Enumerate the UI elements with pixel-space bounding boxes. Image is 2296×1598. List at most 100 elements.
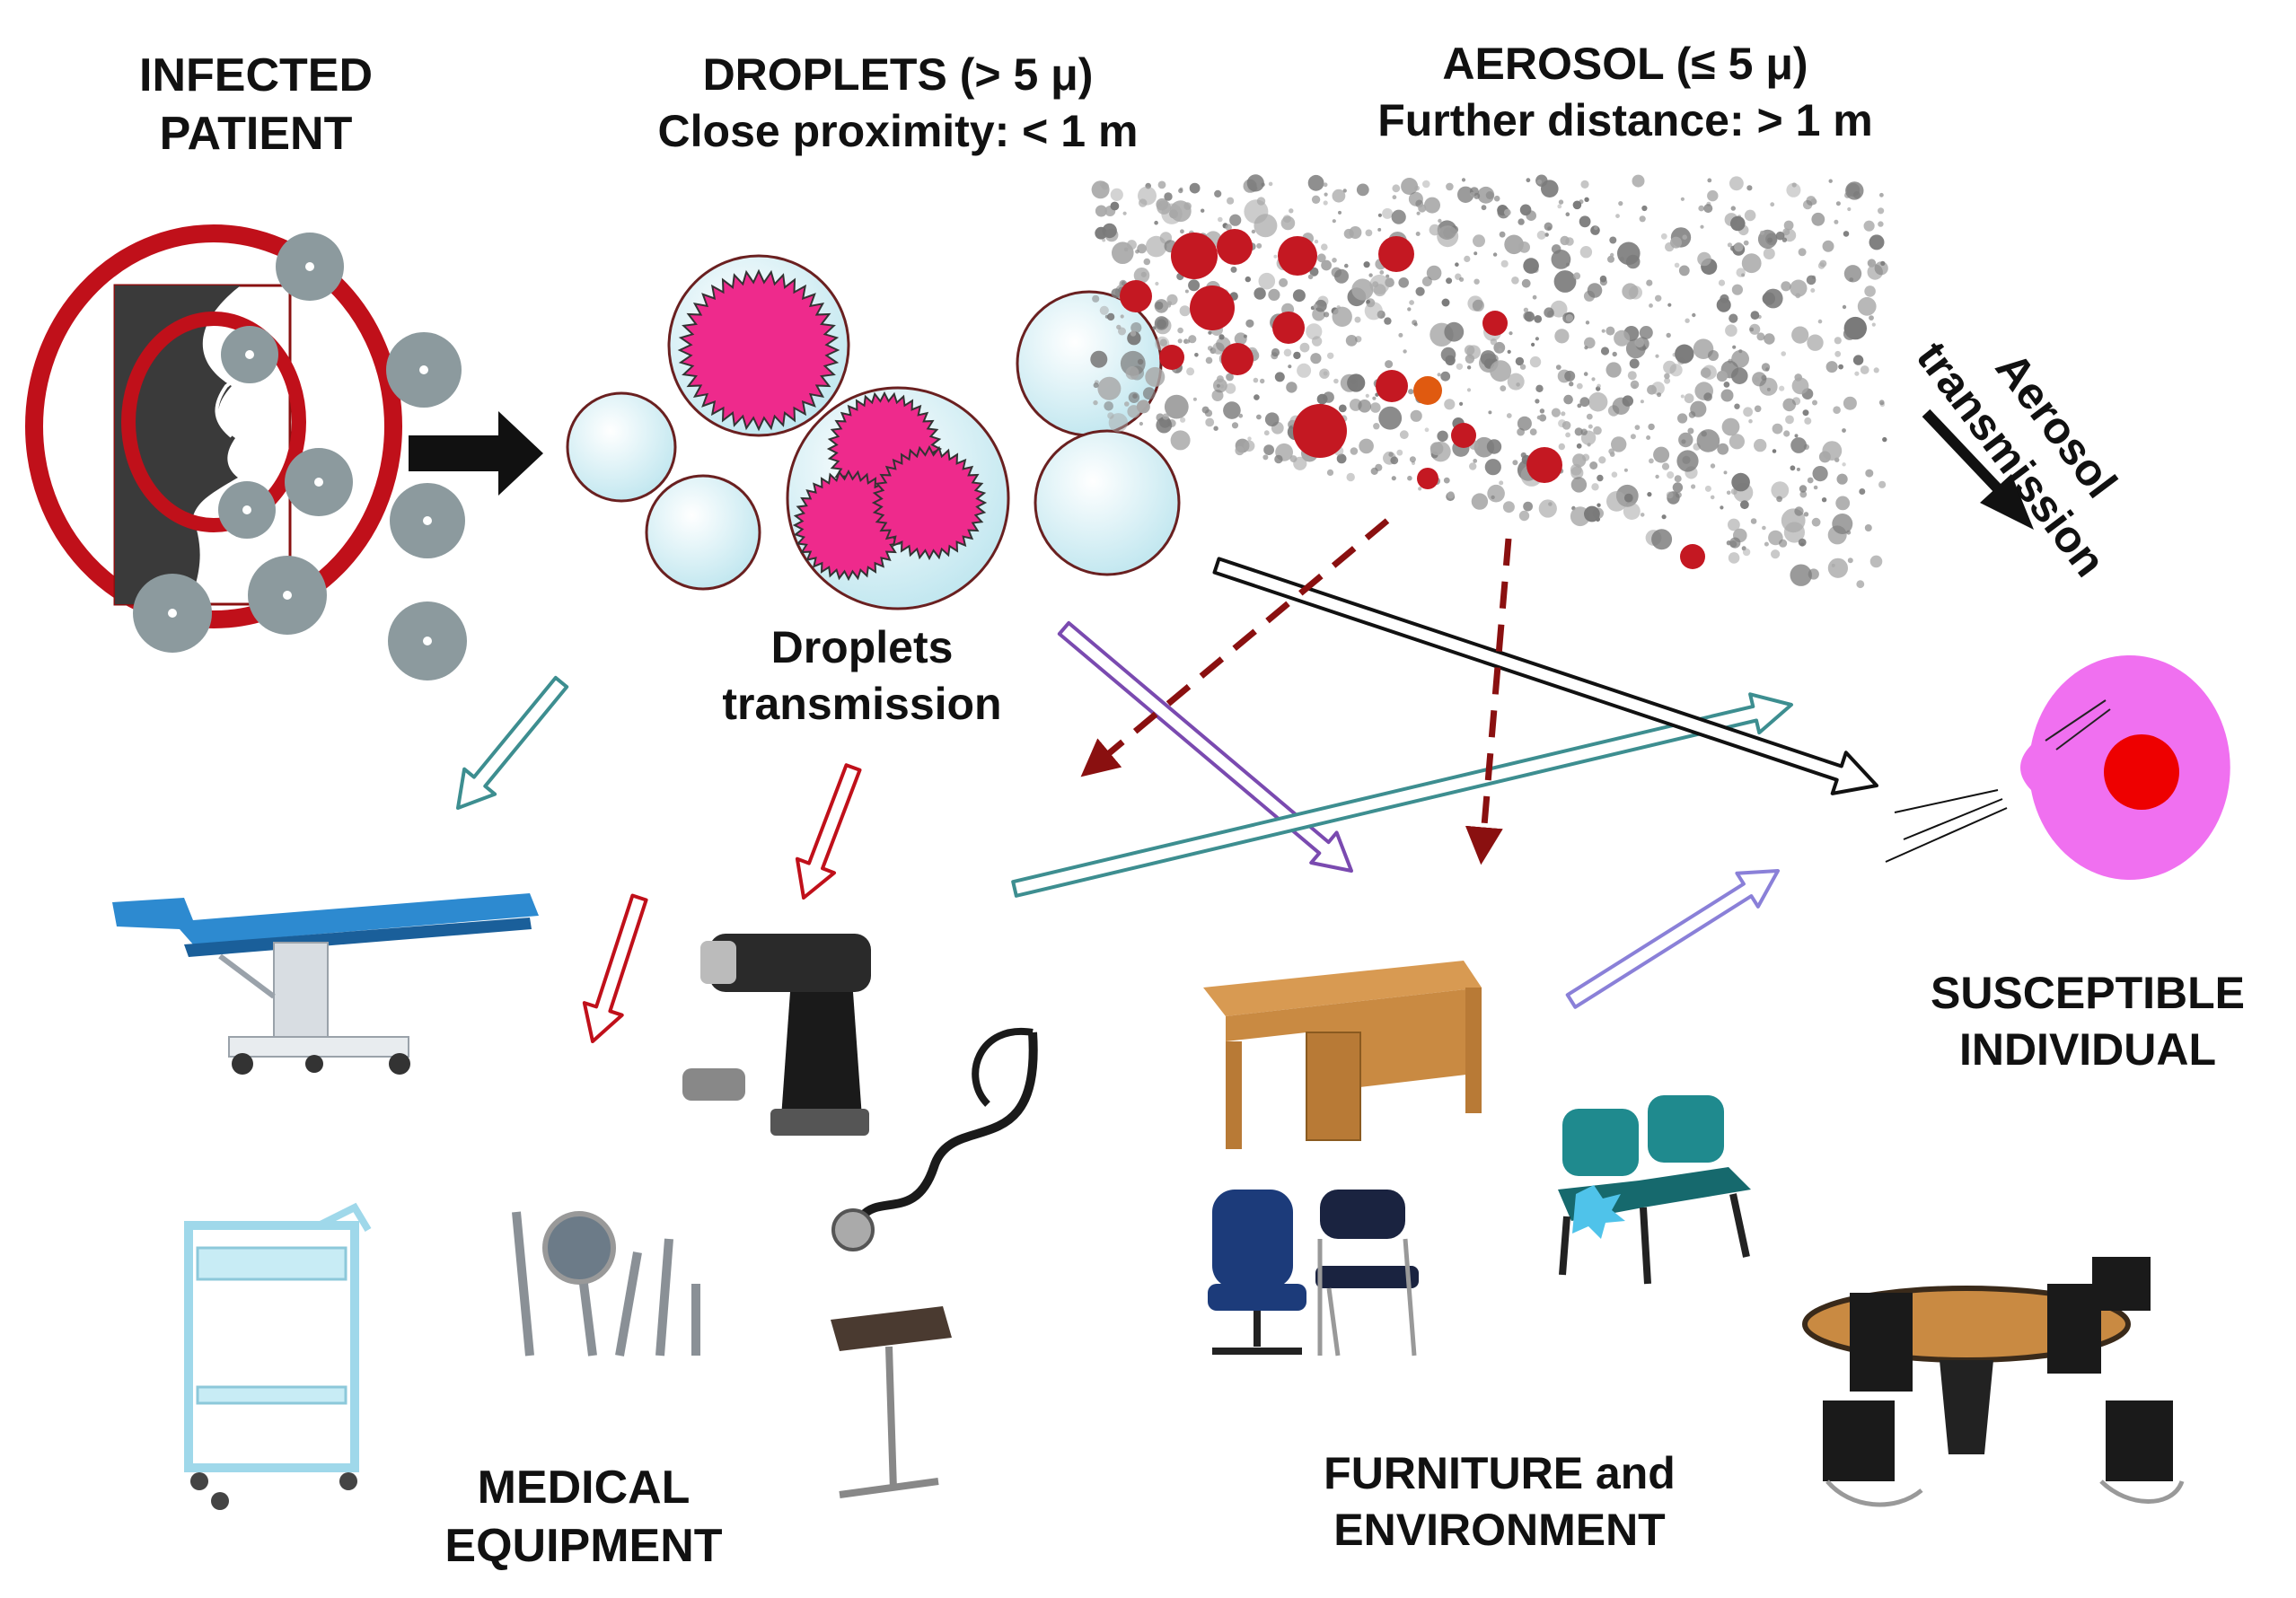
- aerosol-particle: [1835, 496, 1851, 511]
- aerosol-particle: [1194, 353, 1199, 357]
- aerosol-particle: [1377, 213, 1382, 217]
- aerosol-particle: [1625, 254, 1641, 269]
- aerosol-particle: [1437, 430, 1448, 442]
- aerosol-particle: [1783, 220, 1794, 231]
- aerosol-particle: [1326, 469, 1334, 477]
- aerosol-particle: [1247, 436, 1252, 441]
- aerosol-particle: [1558, 443, 1566, 451]
- aerosol-particle: [1535, 337, 1539, 341]
- aerosol-particle: [1842, 428, 1846, 433]
- aerosol-particle: [1306, 323, 1323, 340]
- aerosol-particle: [1332, 258, 1337, 263]
- aerosol-particle: [1124, 401, 1130, 407]
- aerosol-particle: [1790, 437, 1807, 453]
- aerosol-particle: [1205, 356, 1213, 364]
- particle-core: [305, 262, 314, 271]
- aerosol-particle: [1707, 178, 1712, 183]
- aerosol-particle: [1760, 230, 1764, 235]
- aerosol-particle: [1532, 294, 1537, 300]
- aerosol-particle: [1211, 390, 1224, 401]
- aerosol-particle: [1843, 327, 1856, 340]
- aerosol-particle: [1664, 377, 1671, 384]
- aerosol-particle: [1354, 316, 1361, 323]
- aerosol-particle: [1741, 253, 1762, 274]
- aerosol-particle: [1680, 394, 1685, 399]
- aerosol-particle: [1854, 371, 1860, 376]
- infectious-particle: [1376, 370, 1408, 402]
- aerosol-particle: [1629, 358, 1640, 369]
- aerosol-particle: [1378, 406, 1403, 430]
- aerosol-particle: [1743, 240, 1749, 246]
- aerosol-particle: [1807, 334, 1824, 351]
- particle-core: [314, 478, 323, 487]
- aerosol-particle: [1579, 199, 1584, 205]
- aerosol-particle: [1856, 580, 1865, 589]
- aerosol-particle: [1292, 289, 1306, 303]
- aerosol-particle: [1608, 448, 1614, 455]
- aerosol-particle: [1732, 345, 1737, 349]
- aerosol-particle: [1253, 377, 1259, 383]
- aerosol-particle: [1379, 270, 1385, 275]
- aerosol-particle: [1821, 497, 1827, 503]
- aerosol-particle: [1585, 320, 1590, 325]
- aerosol-particle: [1466, 388, 1472, 392]
- aerosol-particle: [1796, 467, 1800, 471]
- aerosol-particle: [1687, 427, 1694, 435]
- aerosol-particle: [1770, 202, 1775, 207]
- aerosol-particle: [1500, 385, 1507, 391]
- aerosol-particle: [1551, 250, 1571, 269]
- aerosol-particle: [1754, 405, 1762, 413]
- aerosol-particle: [1099, 305, 1109, 315]
- aerosol-particle: [1591, 377, 1596, 382]
- infected-patient-label: INFECTED PATIENT: [139, 49, 373, 160]
- aerosol-particle: [1878, 400, 1885, 406]
- aerosol-particle: [1154, 220, 1158, 225]
- aerosol-particle: [1338, 404, 1347, 413]
- aerosol-particle: [1487, 484, 1505, 503]
- aerosol-particle: [1597, 383, 1601, 389]
- aerosol-particle: [1333, 378, 1339, 384]
- aerosol-particle: [1470, 191, 1475, 197]
- aerosol-particle: [1529, 428, 1537, 435]
- aerosol-particle: [1820, 217, 1825, 222]
- aerosol-particle: [1630, 380, 1640, 390]
- aerosol-particle: [1260, 378, 1265, 384]
- aerosol-particle: [1102, 223, 1117, 239]
- arrow-furniture-to-susceptible: [1565, 869, 1780, 1009]
- aerosol-particle: [1095, 205, 1107, 217]
- aerosol-particle: [1231, 422, 1239, 429]
- aerosol-particle: [1878, 207, 1885, 215]
- infectious-particle: [1278, 236, 1317, 276]
- aerosol-particle: [1110, 201, 1120, 211]
- aerosol-particle: [1245, 276, 1252, 283]
- aerosol-particle: [1283, 348, 1292, 357]
- aerosol-particle: [1369, 274, 1390, 294]
- aerosol-particle: [1591, 483, 1599, 491]
- aerosol-particle: [1622, 283, 1639, 300]
- aerosol-particle: [1834, 337, 1842, 345]
- aerosol-particle: [1459, 277, 1465, 282]
- aerosol-particle: [1729, 537, 1741, 549]
- particle-core: [419, 365, 428, 374]
- aerosol-particle: [1842, 304, 1847, 310]
- aerosol-particle: [1834, 350, 1842, 357]
- aerosol-particle: [1407, 475, 1412, 481]
- aerosol-particle: [1424, 427, 1430, 433]
- aerosol-particle: [1599, 278, 1607, 286]
- aerosol-particle: [1225, 224, 1232, 231]
- aerosol-particle: [1152, 326, 1157, 330]
- arrow-aerosol-to-susceptible: [1212, 557, 1878, 795]
- aerosol-particle: [1137, 243, 1147, 254]
- aerosol-particle: [1565, 212, 1570, 216]
- infected-face-icon: [25, 224, 402, 628]
- aerosol-particle: [1812, 466, 1828, 482]
- aerosol-particle: [1226, 373, 1234, 382]
- aerosol-transmission-arrow: [1922, 408, 2034, 530]
- aerosol-particle: [1863, 220, 1875, 232]
- droplet: [645, 474, 761, 591]
- aerosol-particle: [1506, 413, 1512, 418]
- aerosol-particle: [1678, 265, 1690, 277]
- aerosol-particle: [1702, 364, 1717, 380]
- aerosol-particle: [1521, 278, 1531, 288]
- aerosol-particle: [1827, 525, 1847, 545]
